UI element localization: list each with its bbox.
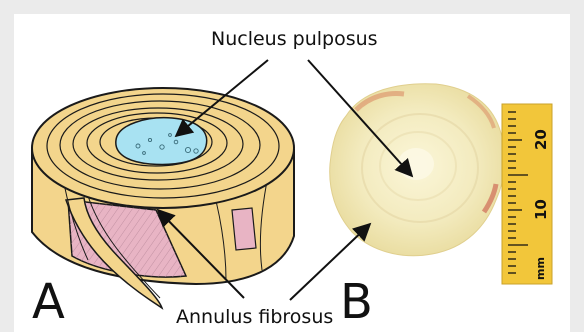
annulus-fibrosus-label: Annulus fibrosus xyxy=(176,306,333,328)
ruler-mark-20: 20 xyxy=(532,129,550,150)
disc-specimen-photo xyxy=(330,84,505,256)
ruler-unit: mm xyxy=(534,257,547,280)
nucleus-blue xyxy=(116,118,207,165)
ruler: 20 10 mm xyxy=(502,104,552,284)
panel-label-b: B xyxy=(340,278,373,326)
disc-cut-region-right xyxy=(232,208,256,250)
drawn-disc xyxy=(32,88,294,308)
ruler-mark-10: 10 xyxy=(532,199,550,220)
nucleus-pulposus-label: Nucleus pulposus xyxy=(211,28,378,50)
panel-label-a: A xyxy=(32,278,65,326)
